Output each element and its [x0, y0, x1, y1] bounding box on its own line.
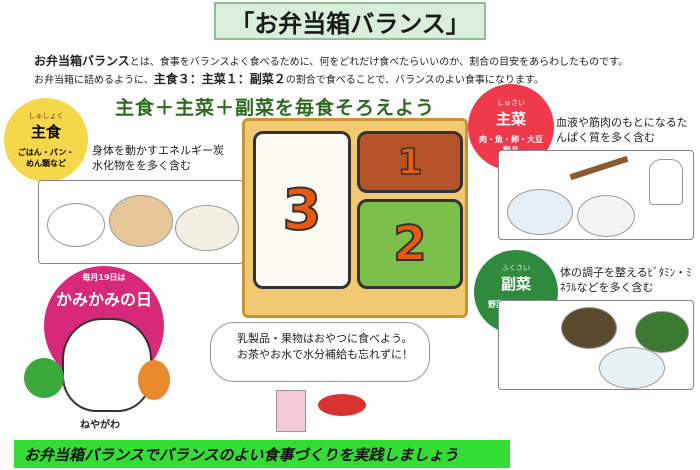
- egg-cup-illustration: [649, 159, 683, 205]
- fukusai-dish-panel: [498, 300, 694, 390]
- shushoku-ruby: しゅしょく: [28, 112, 64, 121]
- shusai-ruby: しゅさい: [497, 99, 525, 108]
- bento-number-1: 1: [397, 141, 424, 184]
- shushoku-desc: 身体を動かすエネルギー炭水化物をを多く含む: [92, 144, 232, 174]
- kamikami-arch: 毎月19日は かみかみの日: [44, 266, 164, 386]
- milk-carton-illustration: [276, 390, 306, 432]
- shushoku-circle: しゅしょく 主食 ごはん・パン・めん類など: [4, 98, 88, 182]
- fish-plate-illustration: [507, 189, 573, 235]
- hijiki-bowl-illustration: [561, 307, 617, 349]
- intro-line-2: お弁当箱に詰めるように、主食３：主菜１：副菜２の割合で食べることで、バランスのよ…: [34, 70, 544, 87]
- fukusai-label: 副菜: [500, 275, 531, 294]
- intro-ratio: 主食３：主菜１：副菜２: [153, 72, 286, 86]
- bento-number-3: 3: [282, 177, 323, 244]
- strawberry-illustration: [318, 394, 366, 416]
- bento-main-dish-section: 1: [357, 131, 463, 193]
- salad-plate-illustration: [599, 347, 665, 389]
- bento-side-dish-section: 2: [357, 199, 463, 289]
- intro-line-2-pre: お弁当箱に詰めるように、: [34, 75, 154, 86]
- shushoku-dish-panel: [38, 180, 244, 264]
- page-title: 「お弁当箱バランス」: [214, 2, 486, 40]
- fukusai-ruby: ふくさい: [502, 264, 530, 273]
- intro-line-2-post: の割合で食べることで、バランスのよい食事になります。: [285, 75, 544, 86]
- tofu-plate-illustration: [577, 195, 635, 237]
- mascot-face-illustration: [62, 318, 152, 412]
- skewer-illustration: [569, 155, 629, 181]
- advice-line-2: お茶やお水で水分補給も忘れずに！: [237, 347, 413, 361]
- greens-bowl-illustration: [635, 311, 689, 353]
- fukusai-desc: 体の調子を整えるﾋﾞﾀﾐﾝ・ﾐﾈﾗﾙなどを多く含む: [560, 266, 696, 296]
- vegetable-illustration-right: [138, 360, 170, 400]
- sandwich-plate-illustration: [175, 205, 239, 251]
- bento-number-2: 2: [392, 215, 427, 273]
- bento-rice-section: 3: [253, 131, 351, 289]
- headline: 主食＋主菜＋副菜を毎食そろえよう: [115, 97, 436, 119]
- vegetable-illustration-left: [24, 358, 64, 398]
- intro-line-1-text: とは、食事をバランスよく食べるために、何をどれだけ食べたらいいのか、割合の目安を…: [129, 57, 629, 68]
- kamikami-title: かみかみの日: [55, 290, 152, 309]
- rice-bowl-illustration: [47, 203, 105, 247]
- intro-line-1: お弁当箱バランスとは、食事をバランスよく食べるために、何をどれだけ食べたらいいの…: [34, 52, 628, 69]
- shushoku-label: 主食: [30, 123, 61, 142]
- shusai-label: 主菜: [495, 110, 526, 129]
- shusai-dish-panel: [498, 150, 694, 240]
- intro-term: お弁当箱バランス: [34, 54, 130, 68]
- bento-box: 3 1 2: [242, 118, 468, 318]
- shusai-desc: 血液や筋肉のもとになるたんぱく質を多く含む: [556, 116, 694, 146]
- advice-bubble: 乳製品・果物はおやつに食べよう。 お茶やお水で水分補給も忘れずに！: [210, 322, 430, 382]
- shushoku-foods: ごはん・パン・めん類など: [17, 148, 75, 168]
- noodle-bowl-illustration: [109, 195, 173, 247]
- footer-banner: お弁当箱バランスでバランスのよい食事づくりを実践しましょう: [14, 440, 510, 468]
- advice-line-1: 乳製品・果物はおやつに食べよう。: [237, 332, 413, 345]
- kamikami-caption: 毎月19日は: [82, 273, 126, 282]
- mascot-signature: ねやがわ: [80, 420, 120, 431]
